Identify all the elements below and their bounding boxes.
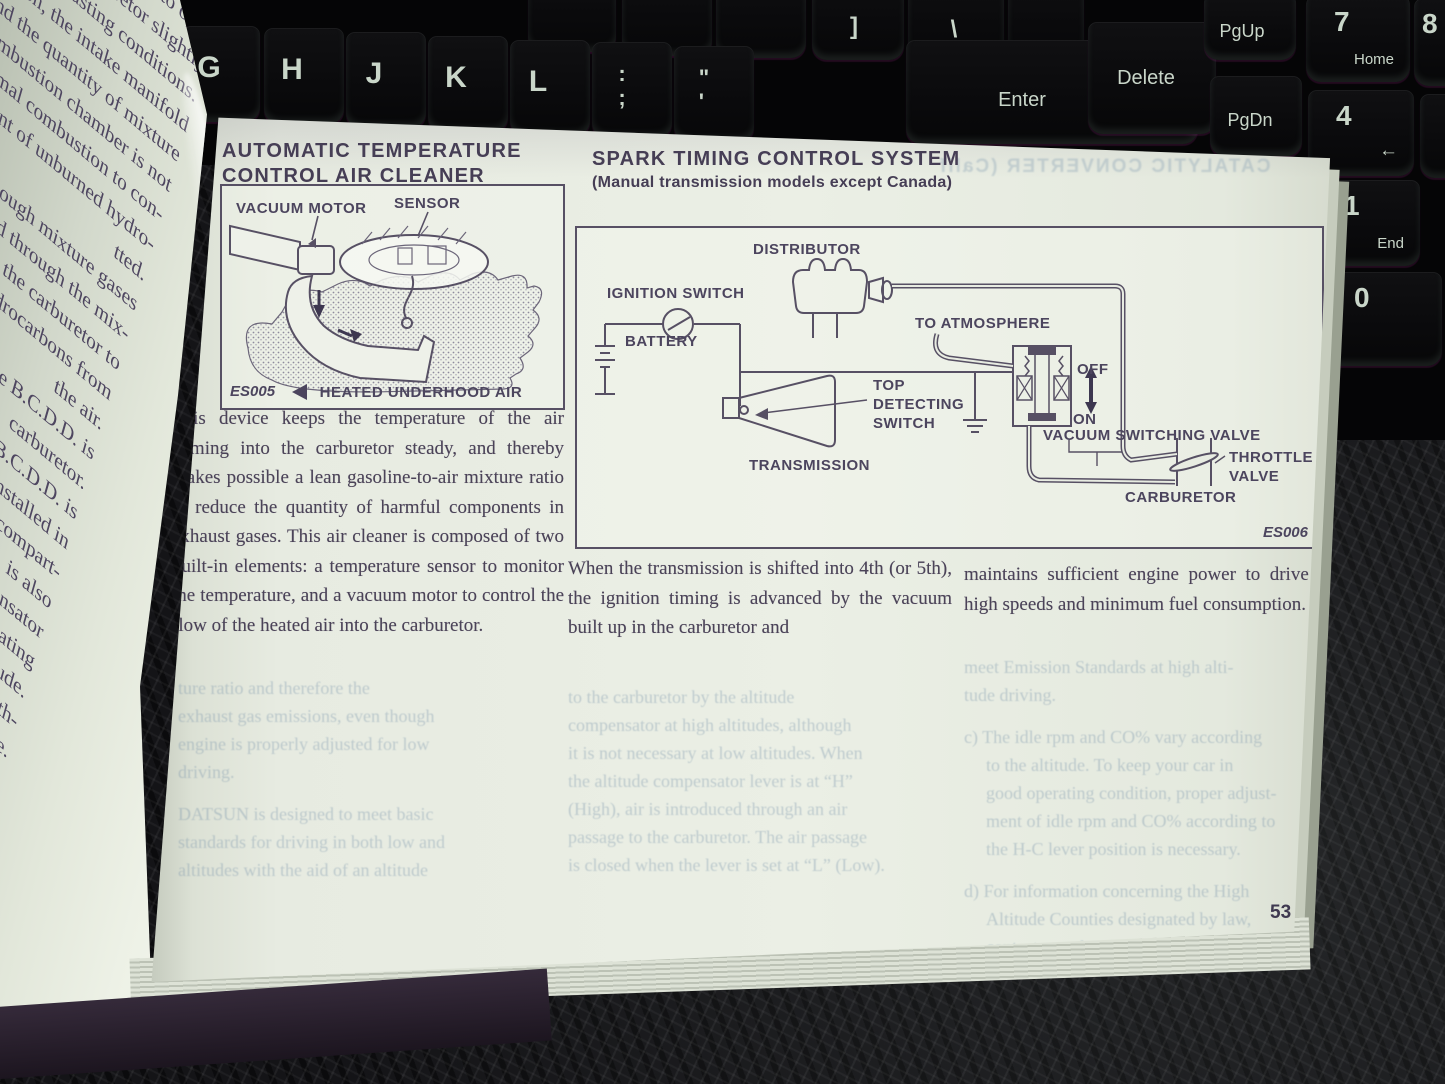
ghost-line: the H-C lever position is necessary. bbox=[986, 839, 1241, 859]
key-quote-labels: " ' bbox=[699, 66, 709, 114]
key-pgup-label: PgUp bbox=[1219, 20, 1265, 41]
label-carburetor: CARBURETOR bbox=[1125, 489, 1237, 506]
key-numpad1-end-label: End bbox=[1377, 235, 1404, 252]
key-right-bracket: ] bbox=[812, 0, 904, 60]
ghost-line: exhaust gas emissions, even though bbox=[178, 706, 435, 726]
key-delete-label: Delete bbox=[1117, 66, 1175, 89]
spark-timing-heading: SPARK TIMING CONTROL SYSTEM bbox=[592, 148, 961, 170]
label-battery: BATTERY bbox=[625, 333, 698, 350]
label-sensor: SENSOR bbox=[394, 195, 461, 212]
ghost-line: ture ratio and therefore the bbox=[178, 678, 370, 698]
key-g-label: G bbox=[197, 51, 221, 84]
key-numpad8: 8 bbox=[1414, 0, 1445, 86]
label-to-atmosphere: TO ATMOSPHERE bbox=[915, 315, 1051, 332]
ghost-line: ment of idle rpm and CO% according to bbox=[986, 811, 1276, 831]
double-quote-glyph: " bbox=[698, 65, 710, 90]
key-quote: " ' bbox=[674, 46, 754, 142]
right-book-page: CATALYTIC CONVERTER (Calif AUTOMATIC TEM… bbox=[151, 117, 1332, 982]
ghost-line: is closed when the lever is set at “L” (… bbox=[568, 855, 885, 875]
key-right-bracket-label: ] bbox=[850, 13, 858, 40]
key-numpad0-label: 0 bbox=[1354, 282, 1370, 313]
key-pgup: PgUp bbox=[1204, 0, 1296, 60]
ghost-line: d) For information concerning the High bbox=[964, 881, 1250, 901]
heated-underhood-air-caption: HEATED UNDERHOOD AIR bbox=[292, 383, 522, 402]
figure-code-es005: ES005 bbox=[230, 383, 276, 400]
key-numpad0: 0 bbox=[1326, 272, 1442, 366]
key-semicolon: : ; bbox=[592, 42, 672, 138]
ghost-mirrored-heading: CATALYTIC CONVERTER (Calif bbox=[938, 156, 1271, 177]
label-transmission: TRANSMISSION bbox=[749, 457, 871, 474]
key-k-label: K bbox=[445, 61, 467, 94]
label-distributor: DISTRIBUTOR bbox=[753, 241, 861, 258]
heated-underhood-air-text: HEATED UNDERHOOD AIR bbox=[319, 384, 523, 401]
figure-es006: IGNITION SWITCH BATTERY DISTRIBUTOR TO A… bbox=[575, 226, 1324, 549]
ghost-line: altitudes with the aid of an altitude bbox=[178, 860, 428, 880]
ghost-text-left-column: ture ratio and therefore the exhaust gas… bbox=[178, 674, 570, 884]
key-delete: Delete bbox=[1088, 22, 1216, 134]
key-backslash-label: \ bbox=[950, 16, 958, 43]
key-j-label: J bbox=[365, 57, 383, 90]
key-pgdn-label: PgDn bbox=[1227, 109, 1273, 130]
ghost-line: standards for driving in both low and bbox=[178, 832, 445, 852]
key-k: K bbox=[428, 36, 508, 132]
key-numpad7-label: 7 bbox=[1334, 6, 1350, 37]
ghost-line: engine is properly adjusted for low bbox=[178, 734, 430, 754]
air-cleaner-heading-line1: AUTOMATIC TEMPERATURE bbox=[222, 140, 522, 162]
ghost-text-middle-column: to the carburetor by the altitude compen… bbox=[568, 683, 960, 879]
spark-timing-diagram bbox=[595, 257, 1226, 486]
ghost-line: driving. bbox=[178, 762, 235, 782]
ghost-line: c) The idle rpm and CO% vary according bbox=[964, 727, 1263, 747]
key-numpad7-home-label: Home bbox=[1353, 51, 1394, 68]
ghost-line: passage to the carburetor. The air passa… bbox=[568, 827, 868, 847]
key-pgdn: PgDn bbox=[1210, 76, 1302, 156]
spark-paragraph-col1: When the transmission is shifted into 4t… bbox=[568, 558, 952, 638]
label-vacuum-switching-valve: VACUUM SWITCHING VALVE bbox=[1043, 427, 1261, 444]
label-throttle-valve: THROTTLE VALVE bbox=[1229, 449, 1313, 485]
colon-glyph: : bbox=[618, 61, 626, 86]
label-on: ON bbox=[1073, 411, 1097, 428]
ghost-line: good operating condition, proper adjust- bbox=[986, 783, 1277, 803]
spark-timing-subheading: (Manual transmission models except Canad… bbox=[592, 174, 953, 191]
air-cleaner-heading-line2: CONTROL AIR CLEANER bbox=[222, 165, 485, 187]
label-vacuum-motor: VACUUM MOTOR bbox=[236, 200, 367, 217]
label-top-detecting-switch: TOP DETECTING SWITCH bbox=[873, 377, 965, 432]
spark-paragraph-col2: maintains sufficient engine power to dri… bbox=[964, 564, 1332, 615]
key-numpad7: 7 Home bbox=[1306, 0, 1410, 82]
figure-code-es006: ES006 bbox=[1262, 524, 1308, 541]
key-numpad8-label: 8 bbox=[1422, 8, 1438, 39]
key-numpad5-partial bbox=[1420, 94, 1445, 178]
single-quote-glyph: ' bbox=[698, 89, 705, 114]
key-l-label: L bbox=[528, 65, 548, 98]
left-arrow-icon bbox=[292, 384, 307, 400]
ghost-line: DATSUN is designed to meet basic bbox=[178, 804, 434, 824]
key-h-label: H bbox=[281, 53, 303, 86]
page-number: 53 bbox=[1270, 902, 1292, 923]
key-j: J bbox=[346, 32, 426, 128]
ghost-line: (High), air is introduced through an air bbox=[568, 799, 848, 819]
left-arrow-icon: ← bbox=[1379, 140, 1398, 161]
ghost-line: to the altitude. To keep your car in bbox=[986, 755, 1234, 775]
ghost-line: meet Emission Standards at high alti- bbox=[964, 657, 1234, 677]
key-l: L bbox=[510, 40, 590, 136]
ghost-line: the altitude compensator lever is at “H” bbox=[568, 771, 853, 791]
air-cleaner-paragraph: This device keeps the temperature of the… bbox=[172, 408, 564, 636]
label-ignition-switch: IGNITION SWITCH bbox=[607, 285, 745, 302]
label-off: OFF bbox=[1077, 361, 1109, 378]
ghost-line: compensator at high altitudes, although bbox=[568, 715, 852, 735]
key-enter-label: Enter bbox=[998, 88, 1046, 111]
ghost-line: Altitude Counties designated by law, bbox=[986, 909, 1252, 929]
key-semicolon-labels: : ; bbox=[618, 62, 625, 110]
semicolon-glyph: ; bbox=[618, 85, 626, 110]
ghost-line: tude driving. bbox=[964, 685, 1056, 705]
ghost-line: to the carburetor by the altitude bbox=[568, 687, 795, 707]
key-numpad4-label: 4 bbox=[1336, 100, 1352, 131]
key-h: H bbox=[264, 28, 344, 124]
figure-es005: VACUUM MOTOR SENSOR ES005 HEATED UNDERHO… bbox=[220, 184, 565, 410]
ghost-line: it is not necessary at low altitudes. Wh… bbox=[568, 743, 863, 763]
air-cleaner-illustration bbox=[229, 211, 543, 393]
